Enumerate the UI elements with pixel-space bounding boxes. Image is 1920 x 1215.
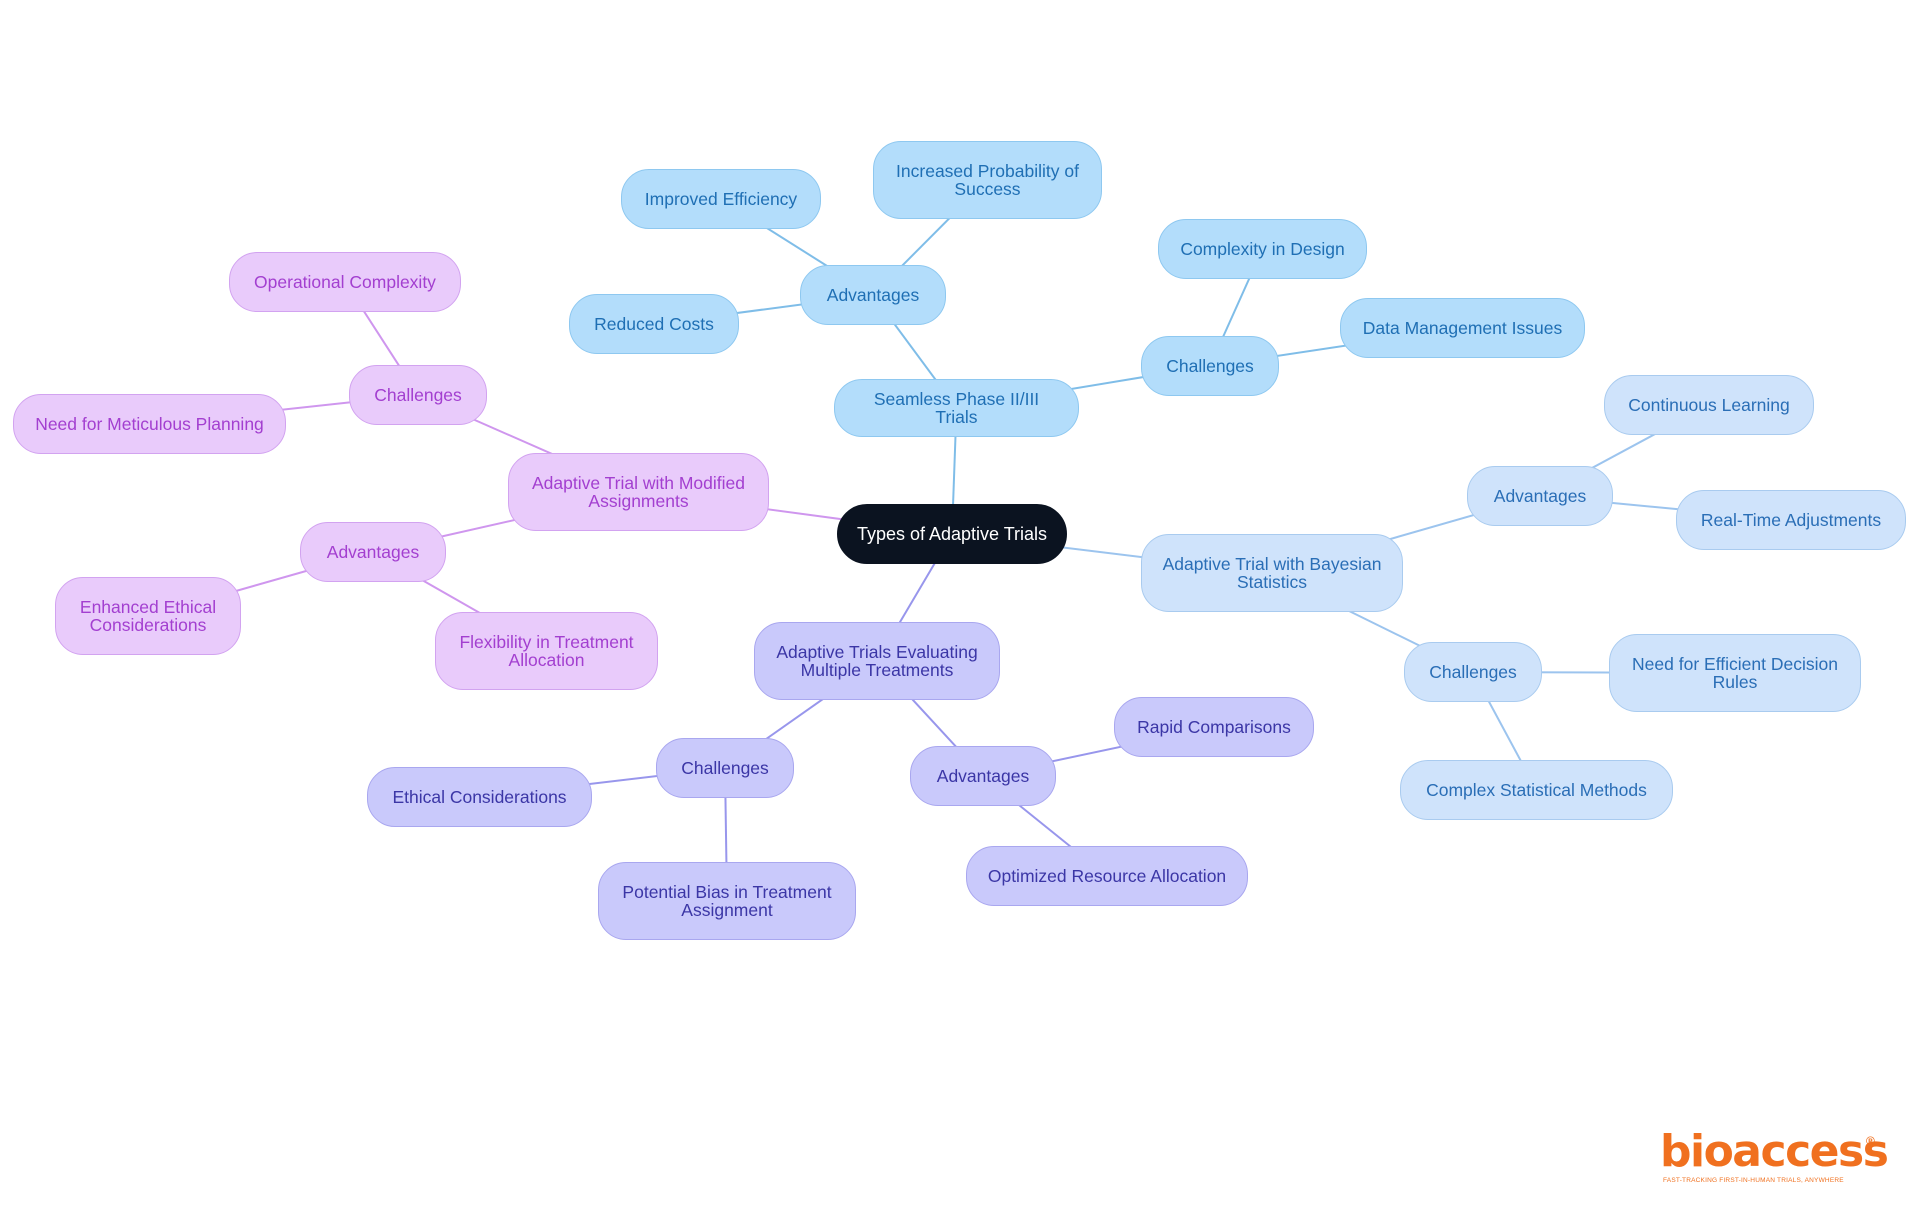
meticulous-planning-node[interactable]: Need for Meticulous Planning (13, 394, 286, 454)
bayesian-trial-node[interactable]: Adaptive Trial with Bayesian Statistics (1141, 534, 1403, 612)
multiple-challenges-node[interactable]: Challenges (656, 738, 794, 798)
continuous-learning-node[interactable]: Continuous Learning (1604, 375, 1814, 435)
flexibility-allocation-node[interactable]: Flexibility in Treatment Allocation (435, 612, 658, 690)
seamless-challenges-node[interactable]: Challenges (1141, 336, 1279, 396)
root-node[interactable]: Types of Adaptive Trials (837, 504, 1067, 564)
modified-challenges-node[interactable]: Challenges (349, 365, 487, 425)
rapid-comparisons-node[interactable]: Rapid Comparisons (1114, 697, 1314, 757)
complex-statistical-methods-node[interactable]: Complex Statistical Methods (1400, 760, 1673, 820)
registered-mark: ® (1866, 1134, 1875, 1148)
modified-assignments-node[interactable]: Adaptive Trial with Modified Assignments (508, 453, 769, 531)
modified-advantages-node[interactable]: Advantages (300, 522, 446, 582)
operational-complexity-node[interactable]: Operational Complexity (229, 252, 461, 312)
multiple-advantages-node[interactable]: Advantages (910, 746, 1056, 806)
efficient-decision-rules-node[interactable]: Need for Efficient Decision Rules (1609, 634, 1861, 712)
logo-wordmark: bioaccess (1660, 1126, 1889, 1177)
complexity-in-design-node[interactable]: Complexity in Design (1158, 219, 1367, 279)
potential-bias-node[interactable]: Potential Bias in Treatment Assignment (598, 862, 856, 940)
data-management-issues-node[interactable]: Data Management Issues (1340, 298, 1585, 358)
bayesian-challenges-node[interactable]: Challenges (1404, 642, 1542, 702)
seamless-trials-node[interactable]: Seamless Phase II/III Trials (834, 379, 1079, 437)
logo-tagline: FAST-TRACKING FIRST-IN-HUMAN TRIALS, ANY… (1663, 1177, 1844, 1184)
reduced-costs-node[interactable]: Reduced Costs (569, 294, 739, 354)
real-time-adjustments-node[interactable]: Real-Time Adjustments (1676, 490, 1906, 550)
optimized-resource-allocation-node[interactable]: Optimized Resource Allocation (966, 846, 1248, 906)
bayesian-advantages-node[interactable]: Advantages (1467, 466, 1613, 526)
multiple-treatments-node[interactable]: Adaptive Trials Evaluating Multiple Trea… (754, 622, 1000, 700)
improved-efficiency-node[interactable]: Improved Efficiency (621, 169, 821, 229)
enhanced-ethical-node[interactable]: Enhanced Ethical Considerations (55, 577, 241, 655)
seamless-advantages-node[interactable]: Advantages (800, 265, 946, 325)
increased-probability-node[interactable]: Increased Probability of Success (873, 141, 1102, 219)
ethical-considerations-node[interactable]: Ethical Considerations (367, 767, 592, 827)
bioaccess-logo: bioaccess ® FAST-TRACKING FIRST-IN-HUMAN… (1660, 1128, 1889, 1188)
